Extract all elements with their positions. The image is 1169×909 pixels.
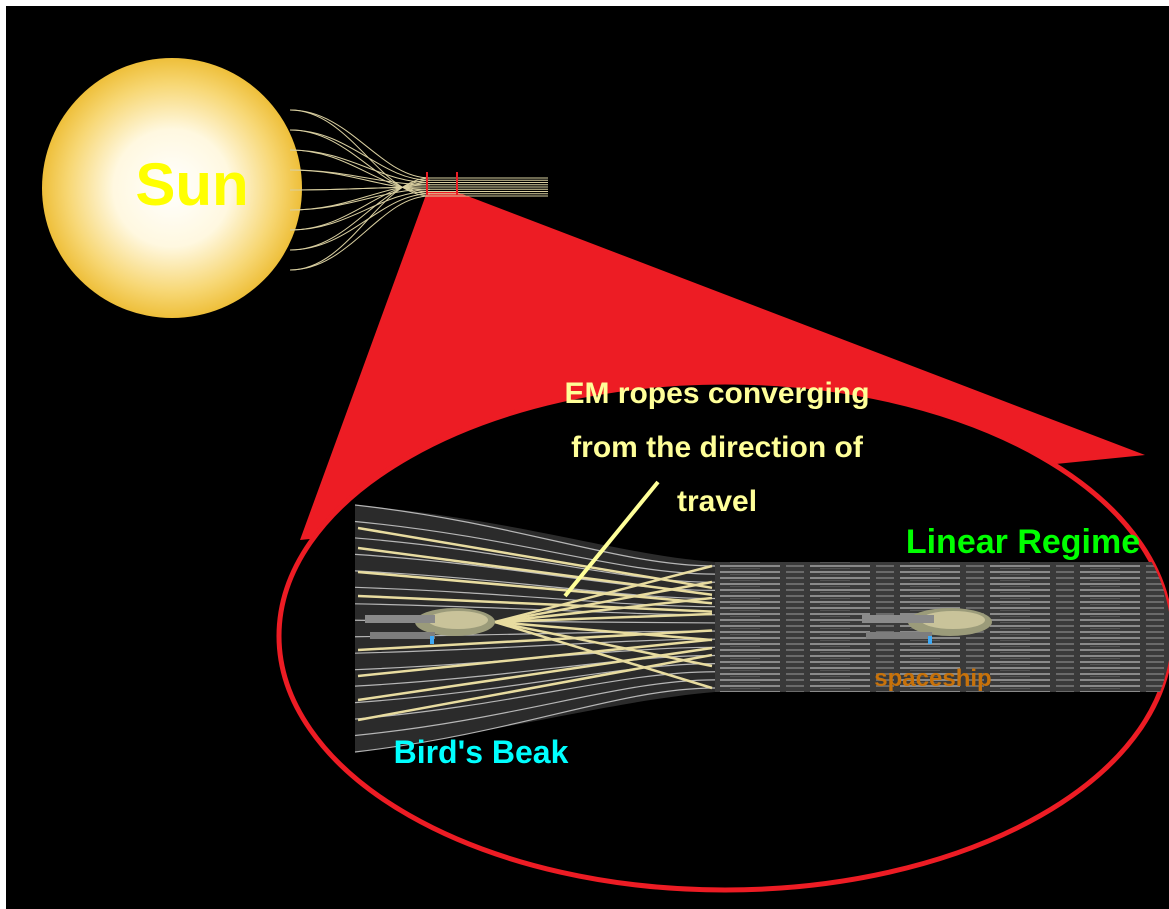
sun-rope-cross [289,109,431,197]
beak-curve [354,570,716,600]
beak-curve [354,671,716,720]
beak-curve [354,654,716,687]
beak-curve [354,504,716,567]
sun-label: Sun [135,151,248,218]
sun [42,58,302,318]
beak-curve [354,679,716,737]
beak-curve [354,687,716,753]
sun-flux-ropes [289,109,548,271]
em-rope-left [357,646,713,702]
em-rope-right [494,596,713,624]
sun-rope-cross [289,179,431,251]
em-rope-lines [357,526,713,722]
em-rope-left [357,546,713,597]
em-ropes-label-line1: EM ropes converging [564,377,869,410]
em-rope-left [357,570,713,605]
birds-beak-curves [354,504,716,753]
beak-curve [354,586,716,608]
spaceship-label: spaceship [874,665,991,692]
sun-rope [289,195,548,271]
em-ropes-label-line3: travel [677,485,757,518]
beak-curve [354,663,716,704]
beak-curve [354,520,716,575]
birds-beak-funnel [355,505,715,752]
em-rope-left [357,526,713,590]
spaceship-right-icon [862,608,992,644]
sun-rope-cross [289,177,431,271]
em-rope-right [494,580,713,624]
sun-rope-cross [289,129,431,195]
em-rope-right [494,612,713,624]
em-rope-left [357,638,713,678]
sun-rope [289,109,548,179]
em-rope-right [494,620,713,642]
em-rope-left [357,653,713,722]
spaceship-left-icon [365,608,495,644]
beak-curve [354,638,716,654]
sun-rope [289,193,548,251]
sun-rope-cross [289,169,431,190]
em-rope-right [494,620,713,668]
em-ropes-label-line2: from the direction of [571,431,864,464]
em-rope-right [494,620,713,690]
em-rope-left [357,629,713,652]
label-pointer-line [563,480,660,598]
em-rope-left [357,594,713,613]
birds-beak-label: Bird's Beak [394,734,569,770]
sun-rope [289,191,548,231]
sun-rope-cross [289,149,431,192]
linear-regime-label: Linear Regime [906,523,1140,561]
sun-rope-cross [289,186,431,191]
